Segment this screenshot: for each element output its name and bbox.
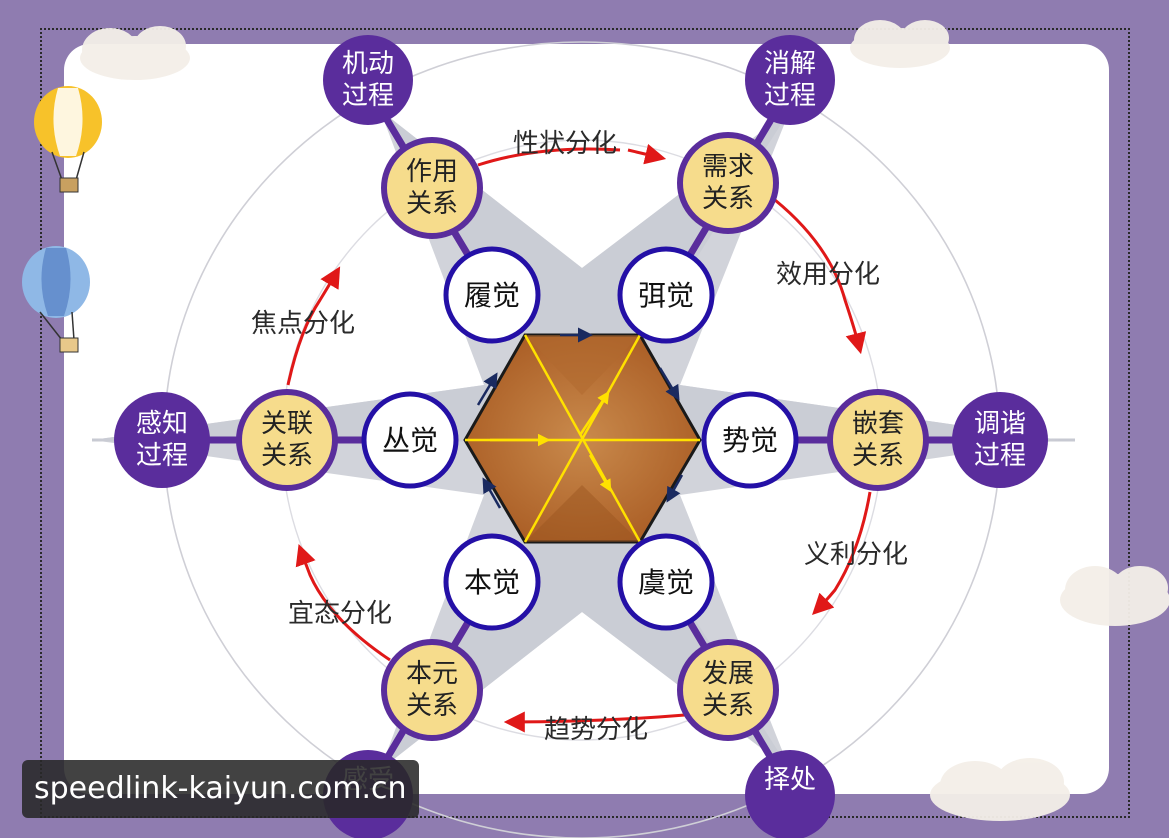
differentiation-arrows <box>286 143 872 733</box>
differentiation-label: 焦点分化 <box>251 309 355 339</box>
central-hexagon <box>463 327 702 544</box>
relation-node-label: 发展 <box>702 659 754 689</box>
sense-node-label: 本觉 <box>464 566 520 599</box>
differentiation-label: 效用分化 <box>776 260 880 290</box>
sense-node-right: 势觉 <box>701 391 799 489</box>
relation-node-label: 本元 <box>406 659 458 689</box>
relation-node-label: 关系 <box>852 441 904 471</box>
process-node-label: 调谐 <box>974 409 1026 439</box>
process-node-label: 过程 <box>342 81 394 111</box>
relation-node-label: 关联 <box>261 409 313 439</box>
relation-node-label: 嵌套 <box>852 409 904 439</box>
relation-node-top-right: 需求 关系 <box>677 132 779 234</box>
sense-node-top-left: 履觉 <box>443 246 541 344</box>
process-node-label: 机动 <box>342 49 394 79</box>
sense-node-bottom-right: 虞觉 <box>617 533 715 631</box>
differentiation-label: 义利分化 <box>804 540 908 570</box>
differentiation-label-group: 性状分化 效用分化 义利分化 趋势分化 宜态分化 焦点分化 <box>251 129 908 745</box>
differentiation-label: 性状分化 <box>513 129 617 159</box>
relation-node-label: 关系 <box>702 184 754 214</box>
process-node-bottom-right: 择处 <box>745 750 835 838</box>
hot-air-balloon-icon <box>22 246 90 353</box>
sense-node-label: 履觉 <box>464 279 520 312</box>
relation-node-left: 关联 关系 <box>236 389 338 491</box>
process-node-label: 择处 <box>764 765 816 795</box>
sense-node-label: 丛觉 <box>382 424 438 457</box>
differentiation-label: 宜态分化 <box>288 599 392 629</box>
process-node-label: 过程 <box>974 441 1026 471</box>
hot-air-balloon-icon <box>34 86 102 193</box>
process-node-label: 感知 <box>136 409 188 439</box>
relation-node-label: 关系 <box>406 691 458 721</box>
process-node-right: 调谐 过程 <box>952 392 1048 488</box>
relation-node-top-left: 作用 关系 <box>381 137 483 239</box>
watermark-url: speedlink-kaiyun.com.cn <box>22 760 419 818</box>
sense-node-label: 势觉 <box>722 424 778 457</box>
sense-node-top-right: 弭觉 <box>617 246 715 344</box>
process-node-label: 过程 <box>136 441 188 471</box>
relation-node-bottom-left: 本元 关系 <box>381 639 483 741</box>
relation-node-bottom-right: 发展 关系 <box>677 639 779 741</box>
process-node-label: 过程 <box>764 81 816 111</box>
process-node-top-left: 机动 过程 <box>323 35 413 125</box>
process-node-top-right: 消解 过程 <box>745 35 835 125</box>
sense-node-label: 虞觉 <box>638 566 694 599</box>
relation-node-label: 作用 <box>406 157 458 187</box>
sense-node-bottom-left: 本觉 <box>443 533 541 631</box>
relation-node-label: 关系 <box>406 189 458 219</box>
relation-node-label: 关系 <box>702 691 754 721</box>
relation-node-label: 关系 <box>261 441 313 471</box>
process-node-left: 感知 过程 <box>114 392 210 488</box>
sense-node-label: 弭觉 <box>638 279 694 312</box>
relation-node-right: 嵌套 关系 <box>827 389 929 491</box>
sense-node-left: 丛觉 <box>361 391 459 489</box>
dotted-frame <box>40 28 1130 818</box>
cloud-decorations <box>80 20 1169 821</box>
relation-node-label: 需求 <box>702 152 754 182</box>
differentiation-label: 趋势分化 <box>544 715 648 745</box>
process-node-label: 消解 <box>764 49 816 79</box>
